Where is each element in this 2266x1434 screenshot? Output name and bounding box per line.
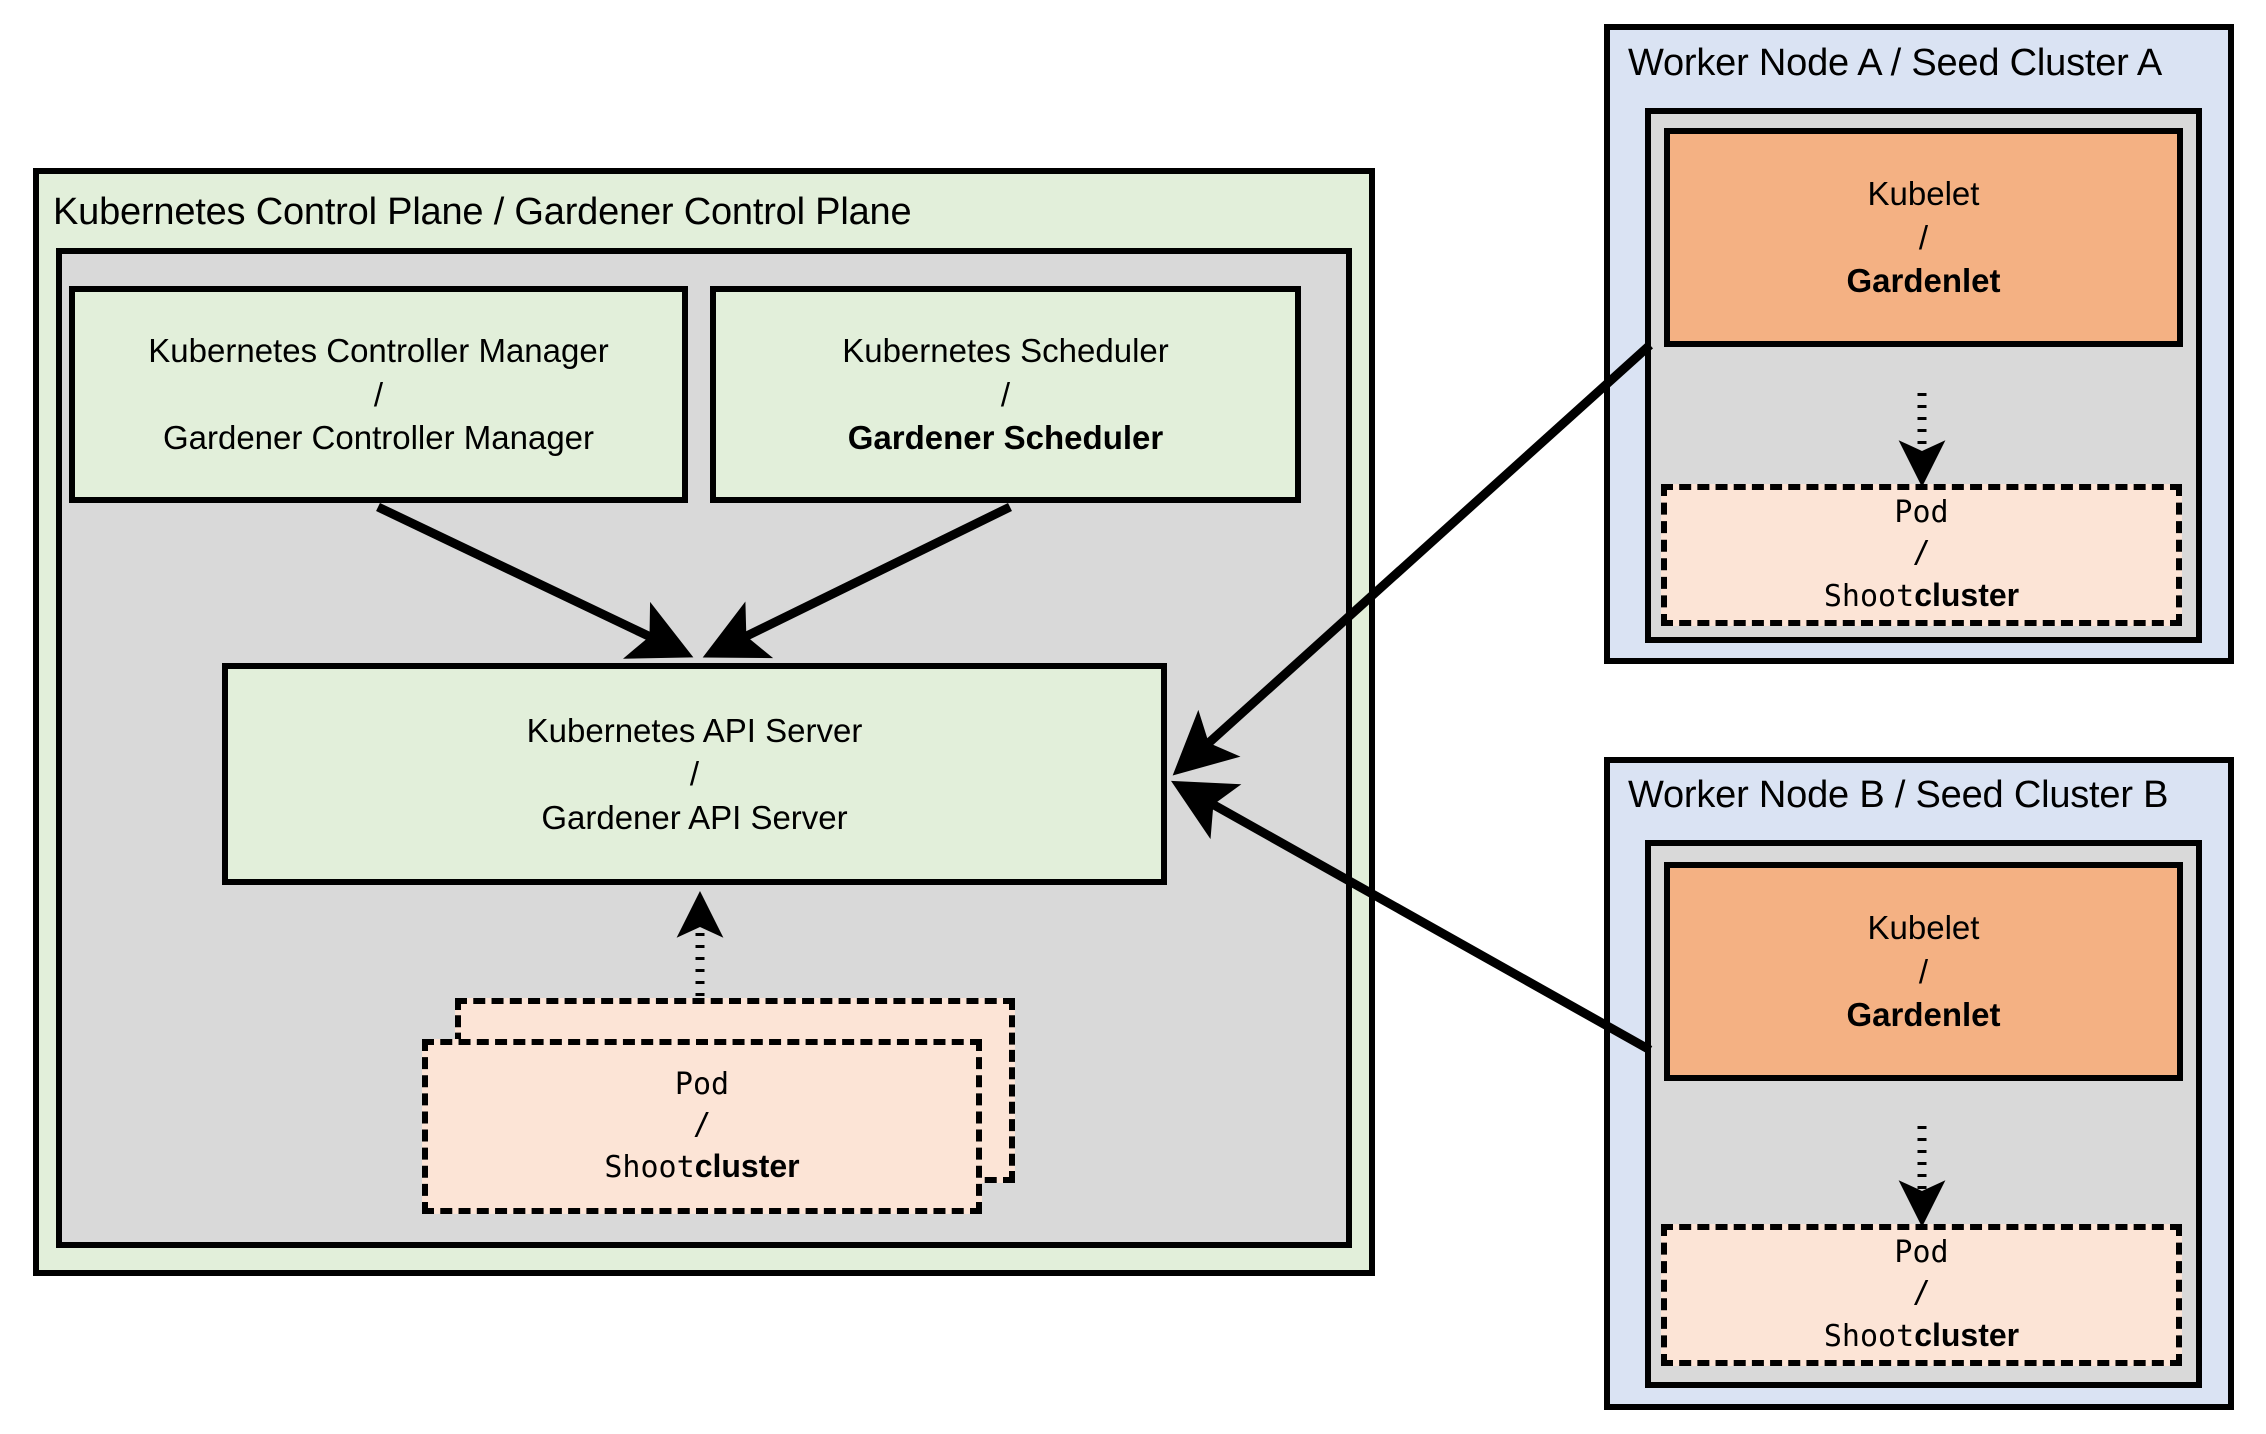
worker-node-a-title: Worker Node A / Seed Cluster A: [1628, 42, 2163, 84]
control-plane-pod-separator: /: [692, 1106, 712, 1142]
worker-b-pod-line2-sans: cluster: [1914, 1316, 2020, 1353]
kubelet-gardenlet-a-box[interactable]: Kubelet / Gardenlet: [1664, 128, 2183, 347]
worker-b-pod-line2: Shootcluster: [1824, 1314, 2019, 1357]
controller-manager-separator: /: [373, 375, 384, 413]
kubelet-a-separator: /: [1918, 218, 1929, 256]
kubelet-b-separator: /: [1918, 952, 1929, 990]
worker-node-b-pod-box[interactable]: Pod / Shootcluster: [1661, 1224, 2182, 1366]
worker-a-pod-line1: Pod: [1894, 495, 1949, 531]
control-plane-title: Kubernetes Control Plane / Gardener Cont…: [53, 191, 912, 233]
control-plane-pod-line2: Shootcluster: [604, 1145, 799, 1188]
worker-a-pod-line2-sans: cluster: [1914, 576, 2020, 613]
api-server-line2: Gardener API Server: [541, 798, 848, 836]
api-server-separator: /: [689, 755, 700, 793]
scheduler-separator: /: [1000, 375, 1011, 413]
kubelet-gardenlet-b-box[interactable]: Kubelet / Gardenlet: [1664, 862, 2183, 1081]
kubelet-b-line1: Kubelet: [1867, 909, 1980, 947]
control-plane-pod-box[interactable]: Pod / Shootcluster: [422, 1039, 982, 1214]
worker-b-pod-line2-mono: Shoot: [1823, 1318, 1915, 1354]
control-plane-pod-line2-mono: Shoot: [604, 1150, 695, 1186]
kubelet-a-line2: Gardenlet: [1846, 262, 2001, 300]
kubernetes-controller-manager-box[interactable]: Kubernetes Controller Manager / Gardener…: [69, 286, 688, 503]
controller-manager-line2: Gardener Controller Manager: [162, 419, 595, 457]
worker-b-pod-line1: Pod: [1894, 1235, 1949, 1271]
control-plane-pod-line2-sans: cluster: [694, 1148, 800, 1185]
api-server-line1: Kubernetes API Server: [526, 711, 863, 749]
controller-manager-line1: Kubernetes Controller Manager: [148, 332, 609, 370]
worker-b-pod-separator: /: [1912, 1275, 1931, 1311]
worker-node-a-pod-box[interactable]: Pod / Shootcluster: [1661, 484, 2182, 626]
worker-node-b-title: Worker Node B / Seed Cluster B: [1628, 774, 2169, 816]
worker-a-pod-line2: Shootcluster: [1824, 574, 2019, 617]
scheduler-line1: Kubernetes Scheduler: [842, 332, 1169, 370]
scheduler-line2: Gardener Scheduler: [847, 419, 1164, 457]
worker-a-pod-line2-mono: Shoot: [1823, 578, 1915, 614]
kubernetes-api-server-box[interactable]: Kubernetes API Server / Gardener API Ser…: [222, 663, 1167, 885]
kubelet-b-line2: Gardenlet: [1846, 996, 2001, 1034]
worker-a-pod-separator: /: [1912, 535, 1931, 571]
kubernetes-scheduler-box[interactable]: Kubernetes Scheduler / Gardener Schedule…: [710, 286, 1301, 503]
control-plane-pod-line1: Pod: [674, 1066, 730, 1102]
kubelet-a-line1: Kubelet: [1867, 175, 1980, 213]
